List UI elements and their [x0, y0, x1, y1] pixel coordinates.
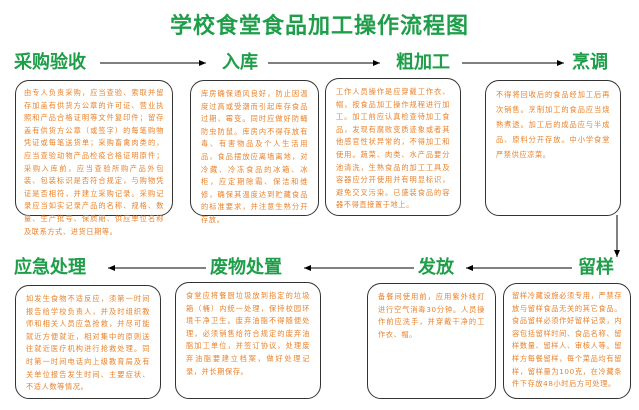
step-text: 不得将回收后的食品经加工后再次销售。烹制加工的食品应当烧熟煮透。加工后的成品应与…: [496, 90, 610, 159]
step-text: 留样冷藏设施必须专用，严禁存放与留样食品无关的其它食品。食品留样必须作好留样记录…: [512, 291, 622, 389]
step-box-purchase: 由专人负责采购，应当查验、索取并留存加盖有供货方公章的许可证、营业执照和产品合格…: [15, 80, 173, 236]
step-text: 工作人员操作是应穿戴工作衣、帽，按食品加工操作规程进行加工。加工前应认真检查待加…: [336, 87, 450, 210]
step-heading-emergency: 应急处理: [14, 257, 86, 278]
step-heading-cooking: 烹调: [572, 52, 608, 73]
step-box-sample: 留样冷藏设施必须专用，严禁存放与留样食品无关的其它食品。食品留样必须作好留样记录…: [503, 283, 631, 399]
step-heading-purchase: 采购验收: [14, 52, 86, 73]
step-heading-sample: 留样: [578, 257, 614, 278]
diagram-title: 学校食堂食品加工操作流程图: [169, 14, 469, 39]
step-text: 由专人负责采购，应当查验、索取并留存加盖有供货方公章的许可证、营业执照和产品合格…: [24, 88, 164, 236]
step-box-cooking: 不得将回收后的食品经加工后再次销售。烹制加工的食品应当烧熟煮透。加工后的成品应与…: [485, 80, 621, 216]
step-box-storage: 库房确保通风良好，防止因温度过高或受潮而引起库存食品过期、霉变。同时应做好防蝇防…: [190, 80, 319, 224]
step-heading-rough-processing: 粗加工: [396, 52, 450, 73]
step-text: 备餐间使用前，应用紫外线灯进行空气消毒30分钟。人员操作前应洗手，并穿戴干净的工…: [378, 292, 485, 339]
step-text: 库房确保通风良好，防止因温度过高或受潮而引起库存食品过期、霉变。同时应做好防蝇防…: [201, 89, 308, 224]
step-heading-waste: 废物处置: [210, 257, 282, 278]
step-box-rough-processing: 工作人员操作是应穿戴工作衣、帽，按食品加工操作规程进行加工。加工前应认真检查待加…: [325, 78, 461, 216]
step-box-serve: 备餐间使用前，应用紫外线灯进行空气消毒30分钟。人员操作前应洗手，并穿戴干净的工…: [367, 283, 496, 399]
step-text: 如发生食物不适反应，须第一时间报告给学校负责人，并及时组织教师和相关人员应急抢救…: [26, 294, 150, 392]
step-heading-serve: 发放: [418, 257, 454, 278]
step-text: 食堂应将餐厨垃圾放到指定的垃圾箱（桶）内统一处理，保持校园环境干净卫生。废弃油脂…: [186, 291, 310, 376]
step-box-emergency: 如发生食物不适反应，须第一时间报告给学校负责人，并及时组织教师和相关人员应急抢救…: [15, 285, 161, 399]
step-box-waste: 食堂应将餐厨垃圾放到指定的垃圾箱（桶）内统一处理，保持校园环境干净卫生。废弃油脂…: [175, 282, 321, 399]
step-heading-storage: 入库: [222, 52, 258, 73]
